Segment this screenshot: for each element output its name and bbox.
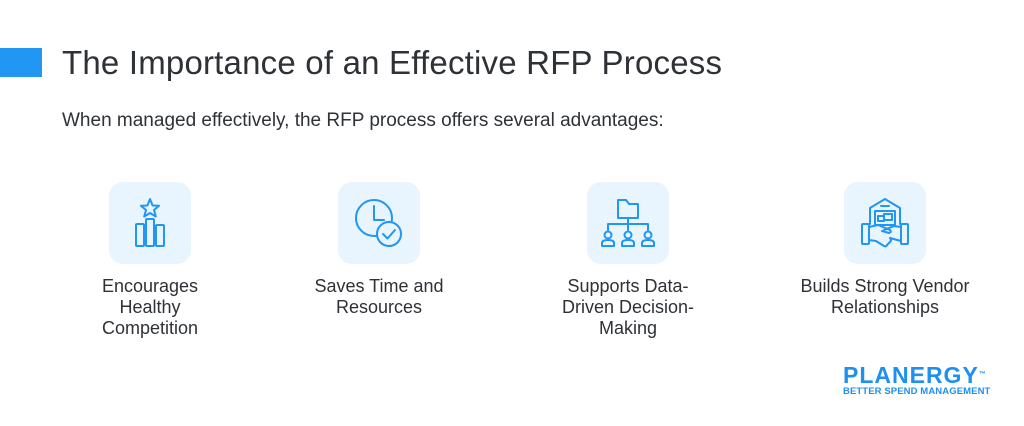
benefit-label: Supports Data-Driven Decision-Making — [561, 276, 695, 338]
logo-tagline: BETTER SPEND MANAGEMENT — [843, 386, 991, 397]
clock-check-icon — [338, 182, 420, 264]
trademark: ™ — [978, 371, 987, 378]
page-subtitle: When managed effectively, the RFP proces… — [62, 110, 664, 131]
benefit-label: Encourages Healthy Competition — [101, 276, 199, 338]
benefit-card-vendor: Builds Strong Vendor Relationships — [775, 182, 995, 318]
benefit-label: Saves Time and Resources — [314, 276, 444, 317]
benefit-card-time: Saves Time and Resources — [269, 182, 489, 318]
folder-hierarchy-icon — [587, 182, 669, 264]
page-title: The Importance of an Effective RFP Proce… — [62, 44, 723, 81]
planergy-logo: PLANERGY™ BETTER SPEND MANAGEMENT — [843, 364, 990, 398]
benefit-card-data: Supports Data-Driven Decision-Making — [518, 182, 738, 339]
benefit-label: Builds Strong Vendor Relationships — [800, 276, 970, 317]
benefit-card-competition: Encourages Healthy Competition — [40, 182, 260, 339]
handshake-building-icon — [844, 182, 926, 264]
logo-name: PLANERGY™ — [843, 362, 987, 388]
podium-star-icon — [109, 182, 191, 264]
accent-bar — [0, 48, 42, 77]
